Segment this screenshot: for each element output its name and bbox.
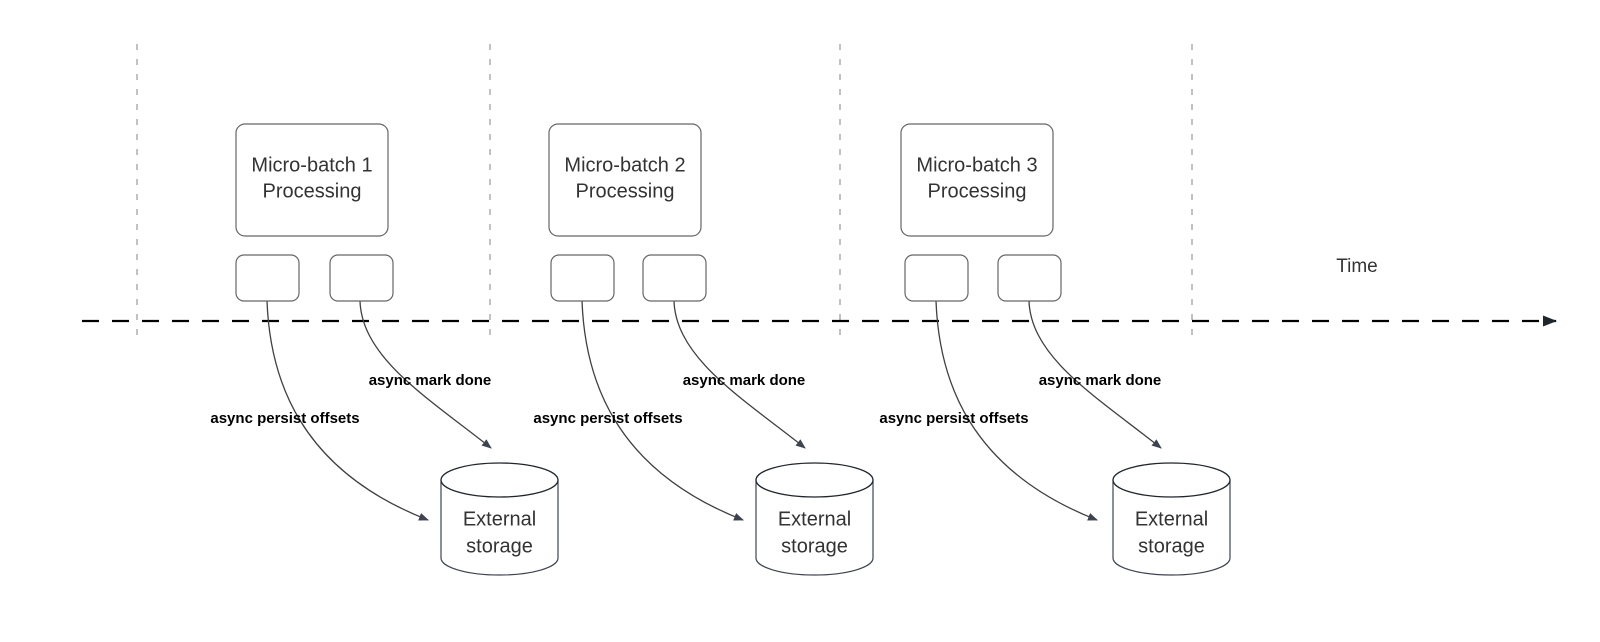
micro-batch-1-label-line2: Processing [263, 180, 362, 202]
edge-mark-done-1 [359, 300, 492, 449]
mark-task-3b[interactable] [997, 254, 1062, 302]
edge-persist-offsets-1 [266, 300, 429, 521]
micro-batch-1-label-line1: Micro-batch 1 [251, 154, 372, 176]
edge-label-mark-done-3: async mark done [1039, 372, 1162, 389]
edge-persist-offsets-2 [581, 300, 744, 521]
micro-batch-1-box[interactable]: Micro-batch 1 Processing [235, 123, 389, 237]
external-storage-1-line1: External [463, 508, 536, 530]
edge-mark-done-2 [673, 300, 806, 449]
edge-label-persist-offsets-3: async persist offsets [879, 410, 1028, 427]
mark-task-1b[interactable] [329, 254, 394, 302]
micro-batch-2-box[interactable]: Micro-batch 2 Processing [548, 123, 702, 237]
micro-batch-3-box[interactable]: Micro-batch 3 Processing [900, 123, 1054, 237]
batch-group-1: External storage Micro-batch 1 Processin… [210, 123, 559, 576]
external-storage-1-line2: storage [466, 535, 533, 557]
edge-label-persist-offsets-2: async persist offsets [533, 410, 682, 427]
batch-group-3: External storage Micro-batch 3 Processin… [879, 123, 1231, 576]
time-axis-label: Time [1336, 256, 1378, 277]
external-storage-3-line1: External [1135, 508, 1208, 530]
offset-task-1a[interactable] [235, 254, 300, 302]
edge-persist-offsets-3 [935, 300, 1098, 521]
external-storage-3: External storage [1112, 462, 1231, 576]
external-storage-1: External storage [440, 462, 559, 576]
tick-guides [136, 44, 1193, 336]
external-storage-3-line2: storage [1138, 535, 1205, 557]
micro-batch-2-label-line2: Processing [576, 180, 675, 202]
micro-batch-3-label-line1: Micro-batch 3 [916, 154, 1037, 176]
mark-task-2b[interactable] [642, 254, 707, 302]
external-storage-2-line2: storage [781, 535, 848, 557]
micro-batch-2-label-line1: Micro-batch 2 [564, 154, 685, 176]
external-storage-2-line1: External [778, 508, 851, 530]
edge-mark-done-3 [1028, 300, 1162, 449]
offset-task-2a[interactable] [550, 254, 615, 302]
external-storage-2: External storage [755, 462, 874, 576]
offset-task-3a[interactable] [904, 254, 969, 302]
batch-group-2: External storage Micro-batch 2 Processin… [533, 123, 874, 576]
edge-label-mark-done-1: async mark done [369, 372, 492, 389]
micro-batch-3-label-line2: Processing [928, 180, 1027, 202]
edge-label-mark-done-2: async mark done [683, 372, 806, 389]
edge-label-persist-offsets-1: async persist offsets [210, 410, 359, 427]
